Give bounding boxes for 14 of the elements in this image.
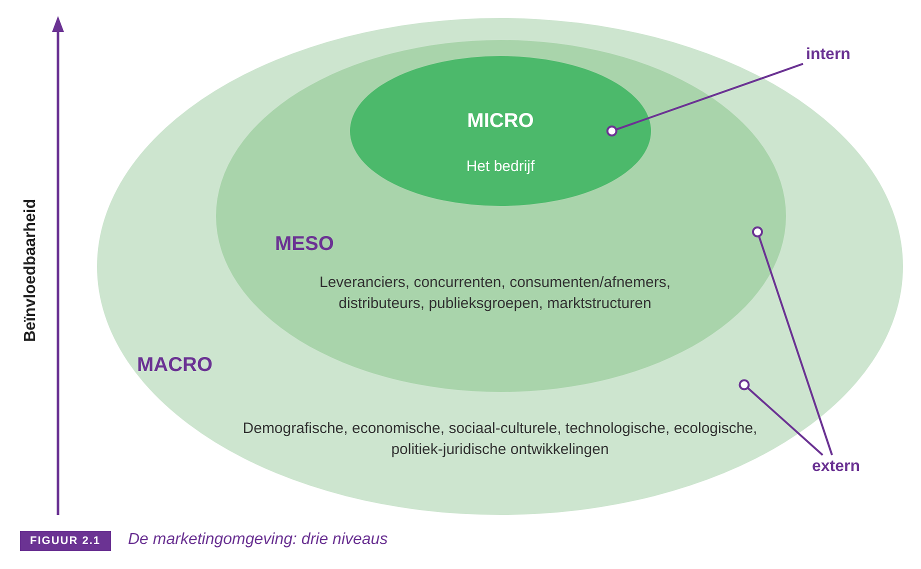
- level-heading: MICRO: [466, 110, 535, 133]
- leader-text: intern: [806, 46, 850, 64]
- level-heading: MESO: [275, 233, 334, 256]
- leader-text: extern: [812, 458, 860, 476]
- axis-label: Beïnvloedbaarheid: [22, 197, 40, 344]
- leader-line: [606, 62, 804, 136]
- level-description: Leveranciers, concurrenten, consumenten/afnemers, distributeurs, publieksgroepen, marktstructuren: [318, 273, 672, 314]
- leader-line: [752, 226, 833, 456]
- caption: De marketingomgeving: drie niveaus: [128, 531, 388, 549]
- figure-badge: FIGUUR 2.1: [20, 531, 111, 551]
- level-description: Demografische, economische, sociaal-culturele, technologische, ecologische, politiek-juridische ontwikkelingen: [242, 419, 758, 460]
- level-heading: MACRO: [137, 354, 213, 377]
- leader-line: [738, 379, 824, 456]
- level-description: Het bedrijf: [465, 157, 536, 177]
